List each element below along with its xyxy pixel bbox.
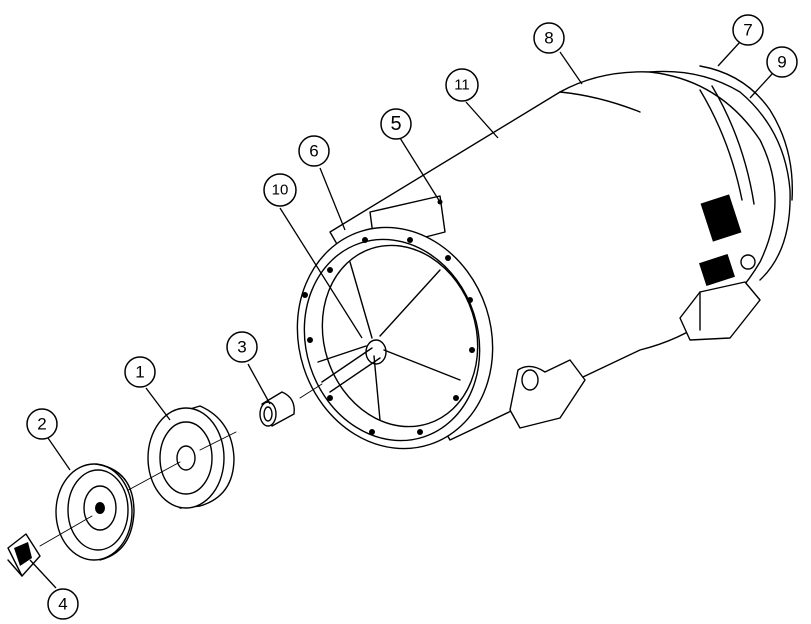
vent-grille-lower	[699, 253, 735, 287]
callout-3: 3	[226, 331, 258, 363]
mounting-foot-rear	[679, 281, 761, 341]
callout-11: 11	[445, 68, 479, 102]
svg-text:11: 11	[454, 77, 470, 94]
drive-disc	[109, 405, 237, 509]
callout-8: 8	[533, 22, 565, 54]
callout-4: 4	[47, 588, 79, 620]
rotor-shaft	[299, 339, 387, 399]
svg-text:2: 2	[37, 415, 46, 434]
svg-text:4: 4	[58, 595, 67, 614]
coupling-plate	[39, 463, 135, 561]
callout-6: 6	[298, 135, 330, 167]
svg-text:8: 8	[544, 29, 553, 48]
leader-lines	[29, 41, 773, 589]
svg-text:1: 1	[135, 363, 144, 382]
svg-text:6: 6	[309, 142, 318, 161]
hub-assembly	[7, 533, 41, 577]
mounting-foot-front	[509, 359, 586, 429]
svg-text:10: 10	[272, 182, 289, 199]
callout-7: 7	[732, 14, 764, 46]
vent-grille-upper	[700, 194, 742, 242]
svg-text:3: 3	[237, 338, 246, 357]
callout-1: 1	[124, 356, 156, 388]
svg-text:9: 9	[777, 53, 786, 72]
adapter-flange	[296, 226, 494, 450]
callout-2: 2	[26, 408, 58, 440]
bearing	[259, 391, 295, 427]
callout-5: 5	[380, 108, 412, 140]
callout-10: 10	[263, 173, 297, 207]
svg-text:7: 7	[743, 21, 752, 40]
svg-text:5: 5	[390, 113, 401, 135]
callout-9: 9	[766, 46, 798, 78]
